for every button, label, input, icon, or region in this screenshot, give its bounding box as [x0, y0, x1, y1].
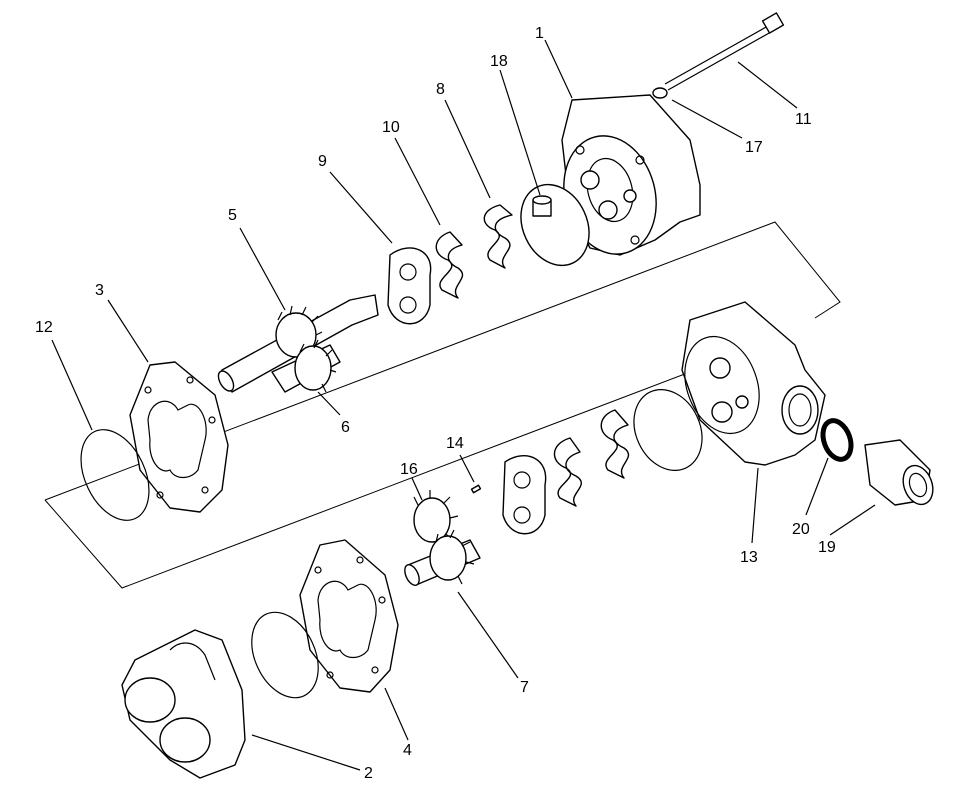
callout-13: 13 — [740, 549, 758, 566]
part-9-wear-plate — [387, 247, 432, 325]
part-o-ring-center — [633, 389, 703, 471]
leader-lines — [51, 39, 876, 771]
callout-10: 10 — [382, 119, 400, 136]
part-5-drive-shaft-gear — [217, 294, 379, 393]
part-6-idler-gear — [271, 339, 341, 393]
part-wear-plate-lower — [502, 455, 547, 535]
part-4-lower-housing — [299, 539, 399, 693]
callout-5: 5 — [228, 207, 237, 224]
callout-16: 16 — [400, 461, 418, 478]
part-12-o-ring — [80, 429, 150, 521]
callout-12: 12 — [35, 319, 53, 336]
part-16-gear — [413, 490, 459, 543]
callout-20: 20 — [792, 521, 810, 538]
callout-7: 7 — [520, 679, 529, 696]
part-14-pin — [470, 484, 482, 494]
assembly-group-outline-lower — [44, 371, 691, 589]
callouts: 1 2 3 4 5 6 7 8 9 10 11 12 13 14 16 17 1… — [35, 25, 836, 782]
callout-18: 18 — [490, 53, 508, 70]
callout-2: 2 — [364, 765, 373, 782]
assembly-group-outline — [44, 221, 841, 501]
part-20-o-ring — [820, 418, 854, 462]
part-10-wire-seal — [435, 231, 464, 299]
callout-17: 17 — [745, 139, 763, 156]
part-8-wire-seal — [483, 204, 513, 269]
callout-14: 14 — [446, 435, 464, 452]
callout-8: 8 — [436, 81, 445, 98]
callout-4: 4 — [403, 742, 412, 759]
part-o-ring-lower — [251, 611, 319, 699]
part-wire-seal-lower-2 — [600, 409, 630, 479]
callout-19: 19 — [818, 539, 836, 556]
part-2-front-cover — [121, 629, 246, 779]
part-13-center-body — [681, 301, 826, 466]
part-1-rear-cover — [561, 94, 701, 256]
callout-9: 9 — [318, 153, 327, 170]
part-11-bolt — [664, 12, 785, 91]
part-19-fitting — [864, 439, 934, 506]
callout-6: 6 — [341, 419, 350, 436]
callout-1: 1 — [535, 25, 544, 42]
part-18-seal — [520, 183, 590, 267]
part-7-gear-shaft — [404, 529, 481, 586]
callout-3: 3 — [95, 282, 104, 299]
part-wire-seal-lower-1 — [553, 437, 583, 507]
part-17-washer — [652, 87, 668, 99]
part-3-gear-housing — [129, 361, 229, 513]
callout-11: 11 — [795, 111, 812, 128]
